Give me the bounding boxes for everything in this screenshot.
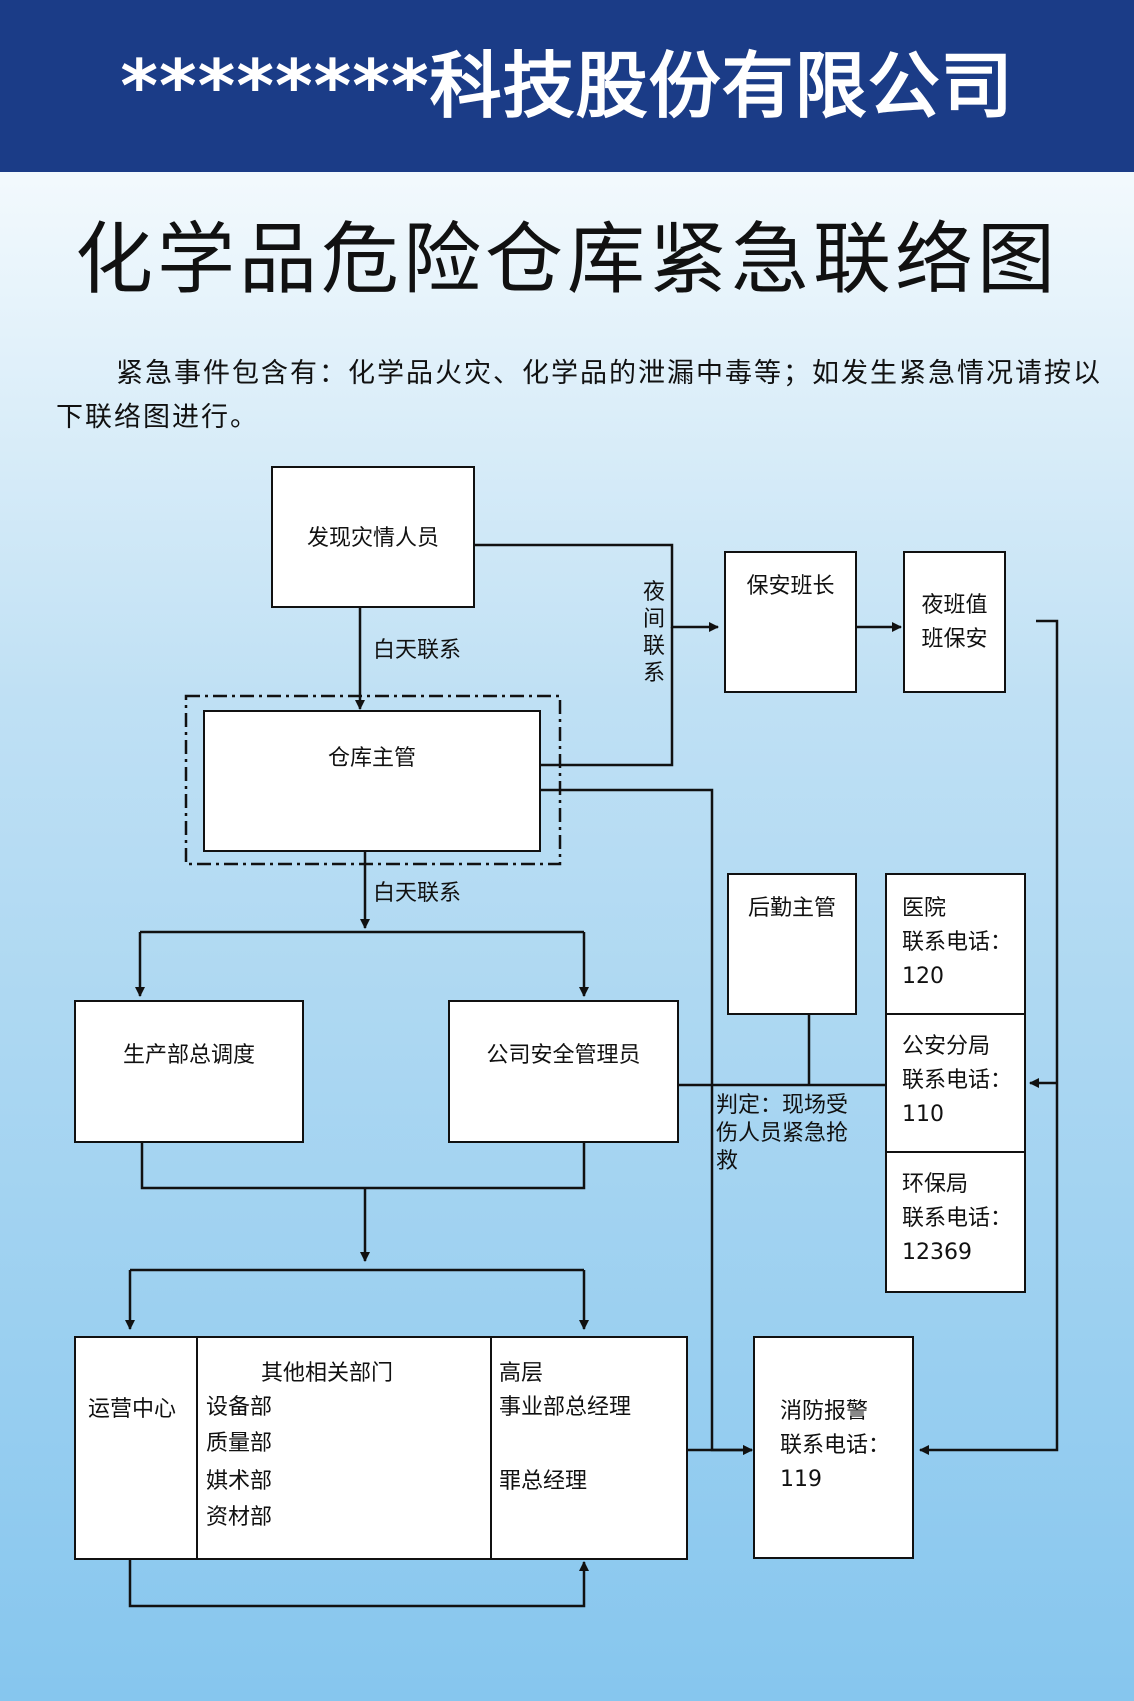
senior-heading: 高层 [499, 1361, 544, 1386]
edge-label-day-contact: 白天联系 [373, 881, 462, 906]
node-security-leader-label: 保安班长 [746, 574, 835, 599]
other-dept-item: 质量部 [206, 1431, 273, 1456]
police-name: 公安分局 [902, 1034, 991, 1059]
fire-phone-label: 联系电话： [780, 1433, 891, 1458]
fire-phone: 119 [780, 1467, 822, 1492]
node-env-bureau: 环保局 联系电话： 12369 [885, 1151, 1026, 1293]
node-night-guard: 夜班值 班保安 [903, 551, 1006, 693]
node-night-guard-label: 夜班值 班保安 [921, 593, 988, 652]
node-warehouse-manager: 仓库主管 [203, 710, 541, 852]
ops-center-label: 运营中心 [88, 1397, 177, 1422]
node-departments: 运营中心 其他相关部门 设备部 质量部 娸术部 资材部 高层 事业部总经理 罪总… [74, 1336, 688, 1560]
node-police: 公安分局 联系电话： 110 [885, 1013, 1026, 1153]
edge-bottom-loop [128, 1560, 589, 1608]
company-banner: ********科技股份有限公司 [0, 0, 1134, 172]
other-depts-heading: 其他相关部门 [261, 1361, 394, 1386]
node-production-dispatch-label: 生产部总调度 [122, 1043, 255, 1068]
senior-item: 事业部总经理 [499, 1395, 632, 1420]
edge-label-day-contact: 白天联系 [373, 638, 462, 663]
other-dept-item: 设备部 [206, 1395, 273, 1420]
other-dept-item: 资材部 [206, 1505, 273, 1530]
edge-label-night-contact: 夜 间 联 系 [643, 580, 666, 686]
edge-discoverer-to-security [475, 543, 719, 632]
env-bureau-phone: 12369 [902, 1240, 972, 1265]
node-security-leader: 保安班长 [724, 551, 857, 693]
node-production-dispatch: 生产部总调度 [74, 1000, 304, 1143]
node-discoverer-label: 发现灾情人员 [306, 526, 439, 551]
node-fire: 消防报警 联系电话： 119 [753, 1336, 914, 1559]
edge-guard-rail [919, 619, 1059, 1455]
dept-divider-1 [196, 1338, 198, 1558]
warehouse-manager-frame [184, 694, 562, 866]
page-title: 化学品危险仓库紧急联络图 [74, 215, 1059, 305]
node-logistics-manager-label: 后勤主管 [747, 896, 836, 921]
hospital-name: 医院 [902, 896, 947, 921]
other-dept-item: 娸术部 [206, 1469, 273, 1494]
env-bureau-phone-label: 联系电话： [902, 1206, 1013, 1231]
dept-divider-2 [490, 1338, 492, 1558]
intro-text: 紧急事件包含有：化学品火灾、化学品的泄漏中毒等；如发生紧急情况请按以下联络图进行… [56, 358, 1102, 433]
env-bureau-name: 环保局 [902, 1172, 969, 1197]
node-hospital: 医院 联系电话： 120 [885, 873, 1026, 1015]
node-safety-admin: 公司安全管理员 [448, 1000, 679, 1143]
senior-item: 罪总经理 [499, 1469, 588, 1494]
edge-manager-to-night-line [540, 627, 674, 767]
police-phone: 110 [902, 1102, 944, 1127]
node-logistics-manager: 后勤主管 [727, 873, 857, 1015]
node-safety-admin-label: 公司安全管理员 [486, 1043, 641, 1068]
edge-join [140, 1142, 586, 1190]
node-discoverer: 发现灾情人员 [271, 466, 475, 608]
police-phone-label: 联系电话： [902, 1068, 1013, 1093]
hospital-phone: 120 [902, 964, 944, 989]
fire-name: 消防报警 [780, 1399, 869, 1424]
hospital-phone-label: 联系电话： [902, 930, 1013, 955]
edge-label-judgement: 判定：现场受 伤人员紧急抢 救 [716, 1093, 849, 1174]
node-warehouse-manager-label: 仓库主管 [327, 746, 416, 771]
